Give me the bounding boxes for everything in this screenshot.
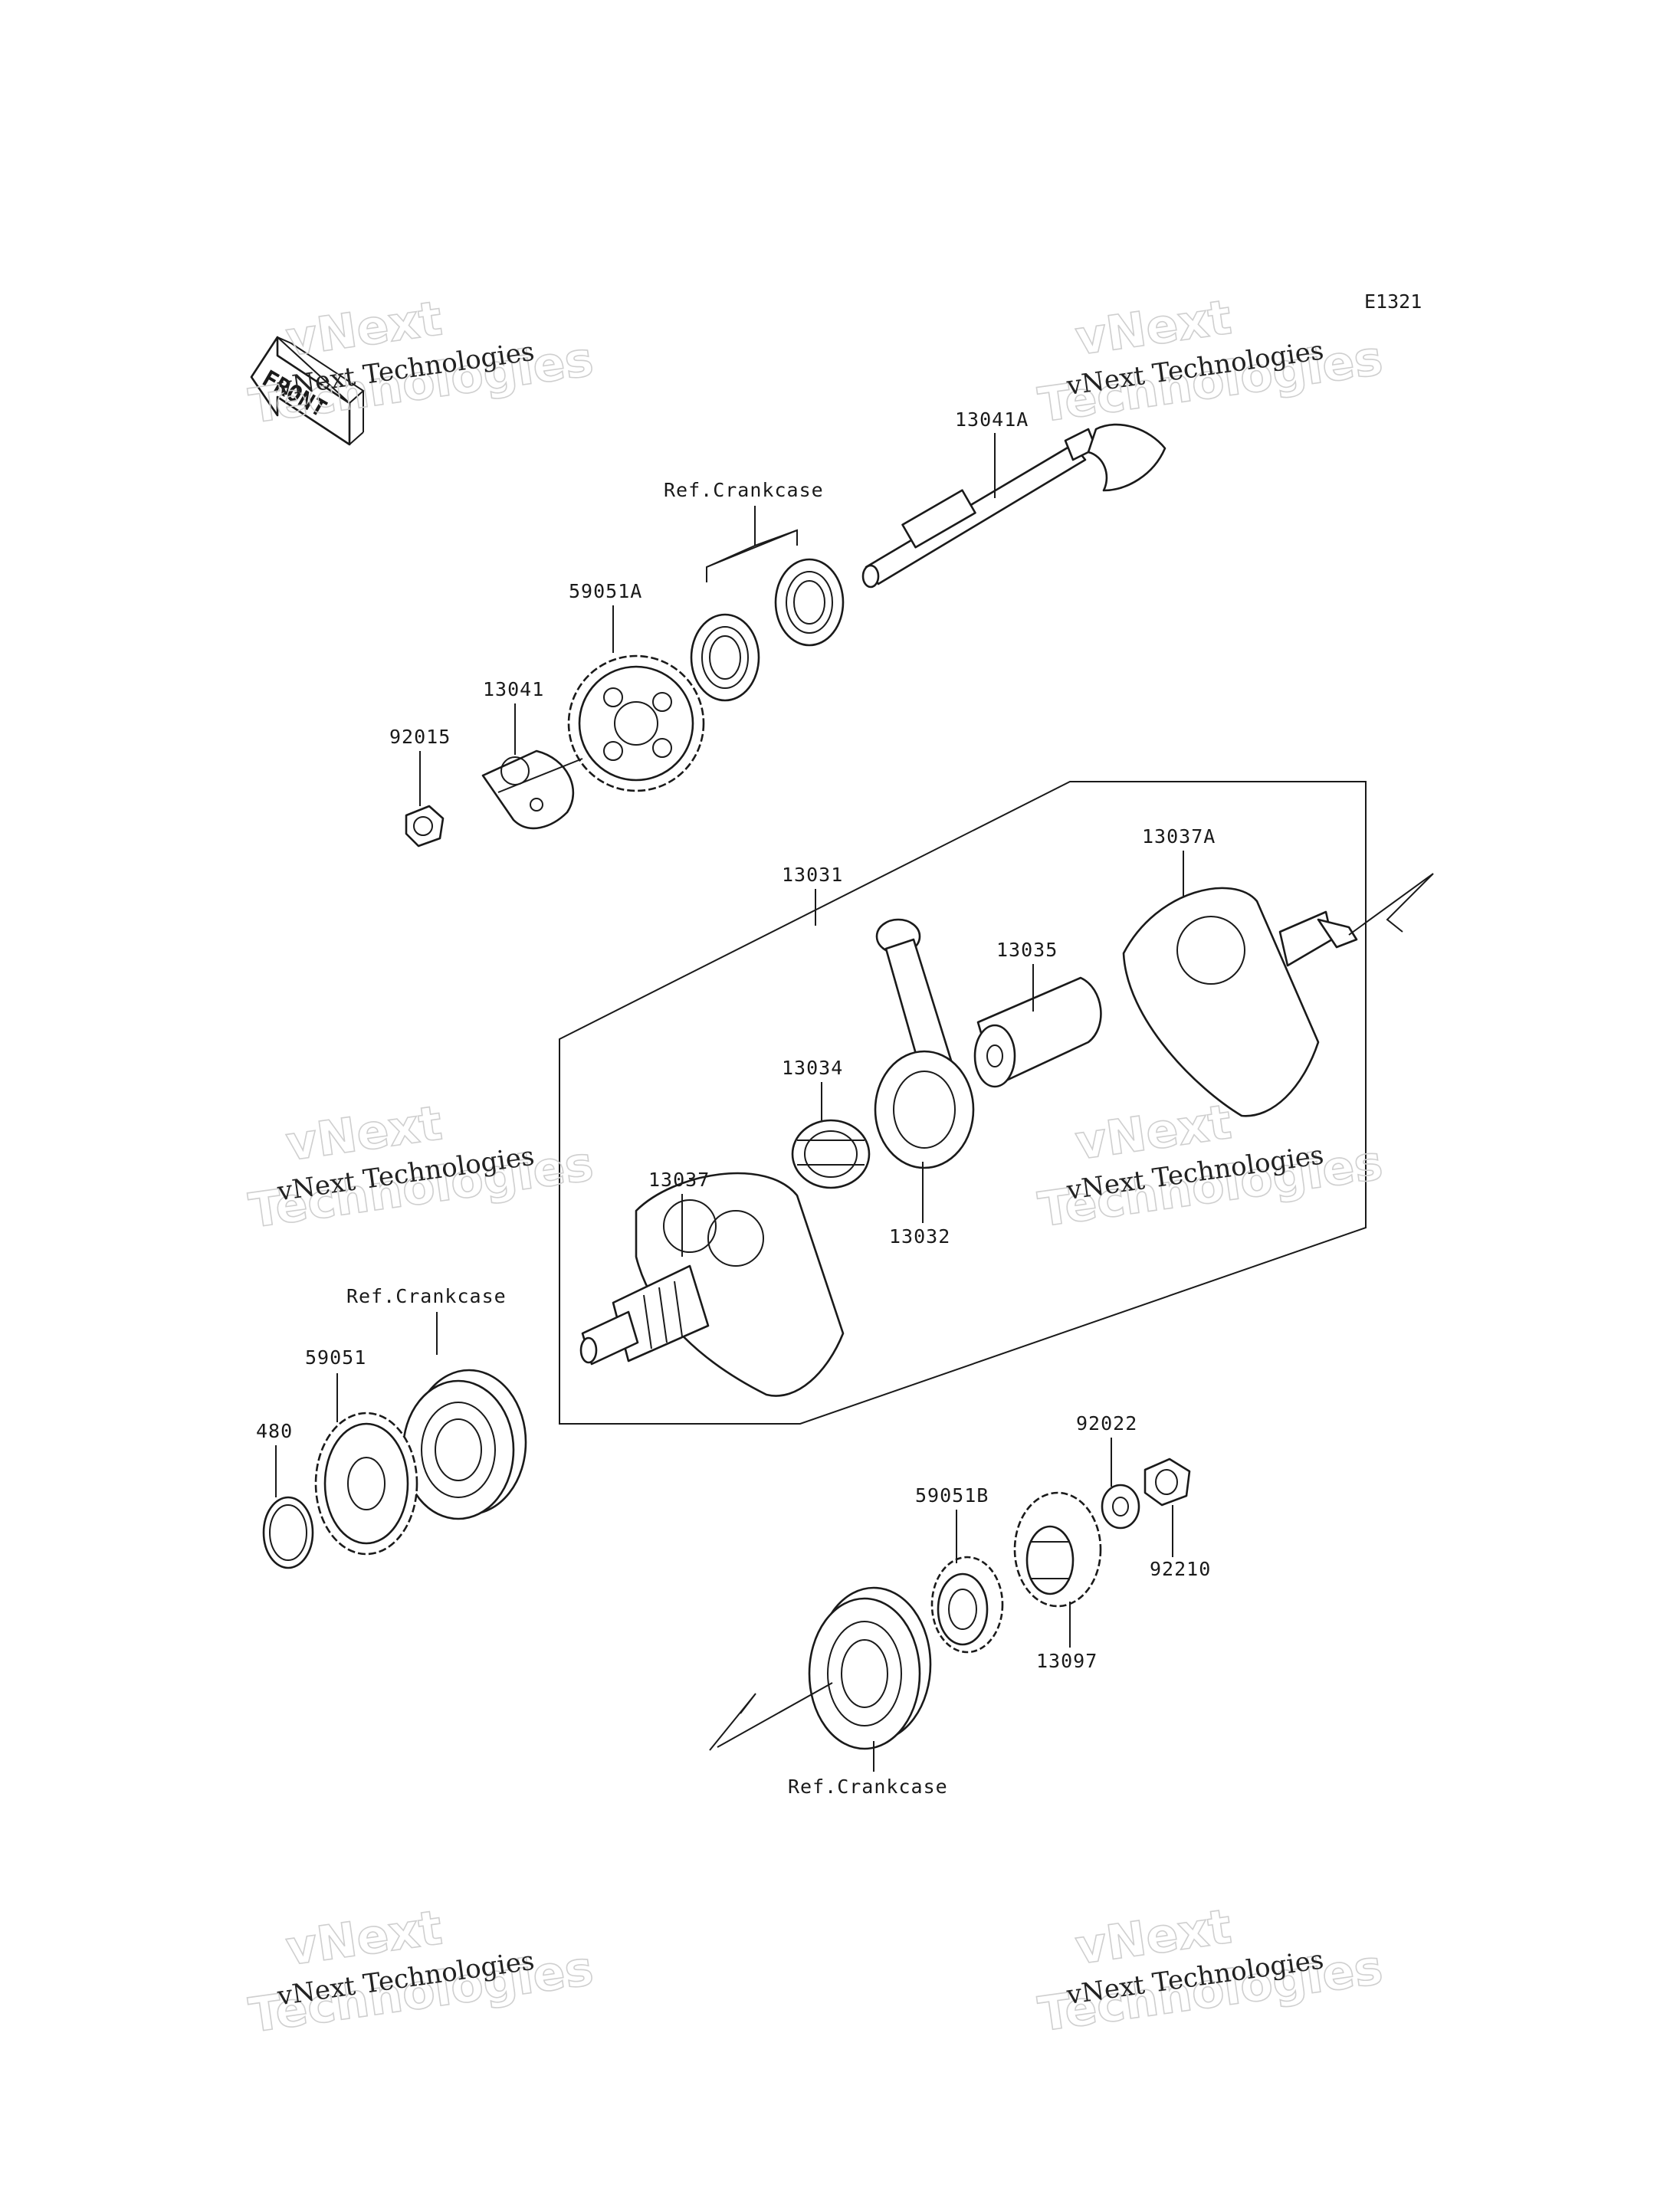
label-13041: 13041	[483, 678, 544, 700]
gear-59051B	[930, 1556, 1004, 1654]
crank-half-13037A	[1122, 887, 1358, 1117]
watermark-bottom-right: vNext Technologies vNext Technologies	[1035, 1897, 1387, 2043]
label-480: 480	[256, 1420, 293, 1442]
watermark-top-left: vNext Technologies vNext Technologies	[245, 290, 598, 435]
gear-13097	[1013, 1491, 1102, 1608]
needle-bearing-13034	[791, 1119, 871, 1189]
gear-59051A	[567, 654, 705, 792]
bearing-top-right	[774, 558, 845, 647]
washer-92022	[1101, 1484, 1140, 1530]
connecting-rod-13032	[874, 918, 975, 1169]
label-59051B: 59051B	[915, 1484, 989, 1507]
watermark-top-right: vNext Technologies vNext Technologies	[1035, 288, 1387, 434]
bearing-top-left	[690, 613, 760, 702]
label-ref-crankcase-left: Ref.Crankcase	[346, 1285, 507, 1307]
label-13031: 13031	[782, 864, 843, 886]
label-59051: 59051	[305, 1346, 366, 1369]
crank-half-13037	[579, 1172, 845, 1397]
gear-59051	[314, 1412, 418, 1556]
watermark-bottom-left: vNext Technologies vNext Technologies	[245, 1899, 598, 2045]
label-ref-crankcase-bottom: Ref.Crankcase	[788, 1776, 948, 1798]
label-13037A: 13037A	[1142, 825, 1216, 848]
label-13035: 13035	[996, 939, 1058, 961]
label-92015: 92015	[389, 726, 451, 748]
crank-pin-13035	[973, 976, 1102, 1088]
label-13034: 13034	[782, 1057, 843, 1079]
watermark-mid-left: vNext Technologies vNext Technologies	[245, 1094, 598, 1240]
label-92210: 92210	[1150, 1558, 1211, 1580]
crankshaft-assembly-box	[559, 781, 1367, 1425]
nut-92015	[405, 805, 445, 848]
label-13097: 13097	[1036, 1650, 1098, 1672]
label-92022: 92022	[1076, 1412, 1137, 1435]
bearing-bottom	[808, 1586, 932, 1750]
label-13032: 13032	[889, 1225, 950, 1248]
watermark-mid-right: vNext Technologies vNext Technologies	[1035, 1093, 1387, 1238]
diagram-code: E1321	[1364, 290, 1422, 313]
bearing-left	[402, 1369, 527, 1520]
circlip-480	[262, 1496, 314, 1569]
label-13037: 13037	[648, 1169, 710, 1191]
nut-92210	[1144, 1458, 1191, 1507]
label-59051A: 59051A	[569, 580, 642, 602]
label-ref-crankcase-top: Ref.Crankcase	[664, 479, 824, 501]
balancer-shaft-13041A	[861, 423, 1166, 589]
label-13041A: 13041A	[955, 408, 1029, 431]
balancer-weight-13041	[481, 749, 575, 830]
